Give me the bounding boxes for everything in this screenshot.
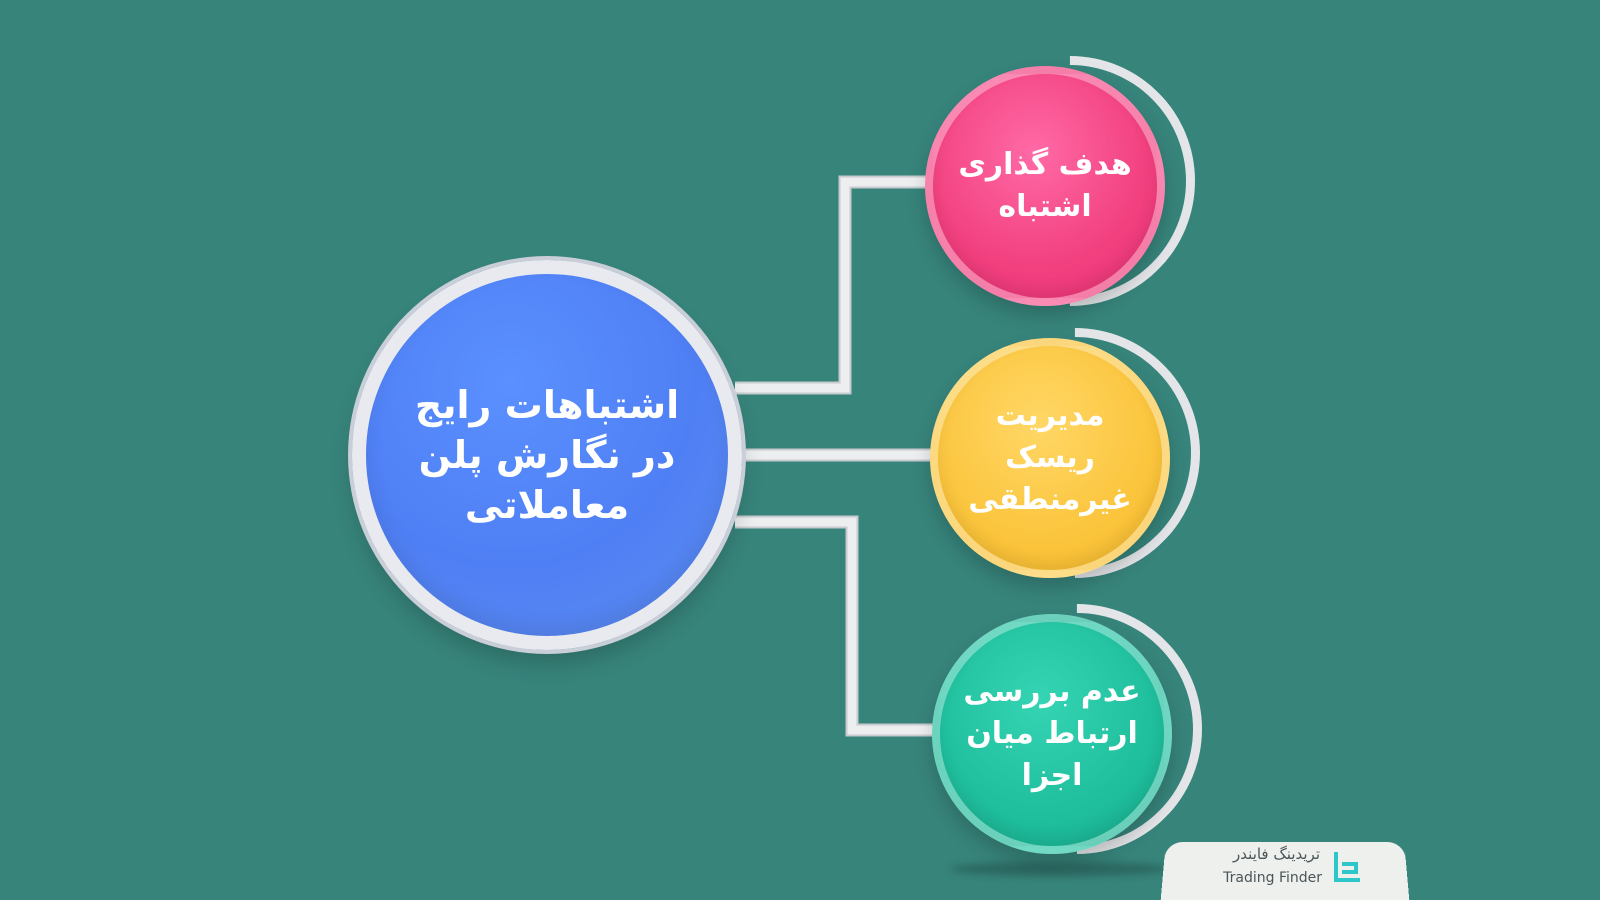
trading-finder-logo-icon bbox=[1334, 852, 1360, 882]
center-node-label: اشتباهات رایج در نگارش پلن معاملاتی bbox=[414, 383, 680, 527]
brand-name-en: Trading Finder bbox=[1223, 870, 1322, 886]
item-node-label: مدیریت ریسک غیرمنطقی bbox=[968, 398, 1132, 517]
connector-bottom bbox=[735, 515, 940, 737]
item-node-label: هدف گذاری اشتباه bbox=[958, 147, 1132, 224]
item-node-risk-management: مدیریت ریسک غیرمنطقی bbox=[930, 338, 1170, 578]
item-node-label: عدم بررسی ارتباط میان اجزا bbox=[963, 674, 1141, 793]
node-shadow bbox=[950, 862, 1170, 876]
brand-name-fa: تریدینگ فایندر bbox=[1233, 845, 1320, 863]
item-node-component-relation: عدم بررسی ارتباط میان اجزا bbox=[932, 614, 1172, 854]
item-node-goal-setting: هدف گذاری اشتباه bbox=[925, 66, 1165, 306]
connector-top bbox=[735, 175, 930, 395]
center-node: اشتباهات رایج در نگارش پلن معاملاتی bbox=[352, 260, 742, 650]
